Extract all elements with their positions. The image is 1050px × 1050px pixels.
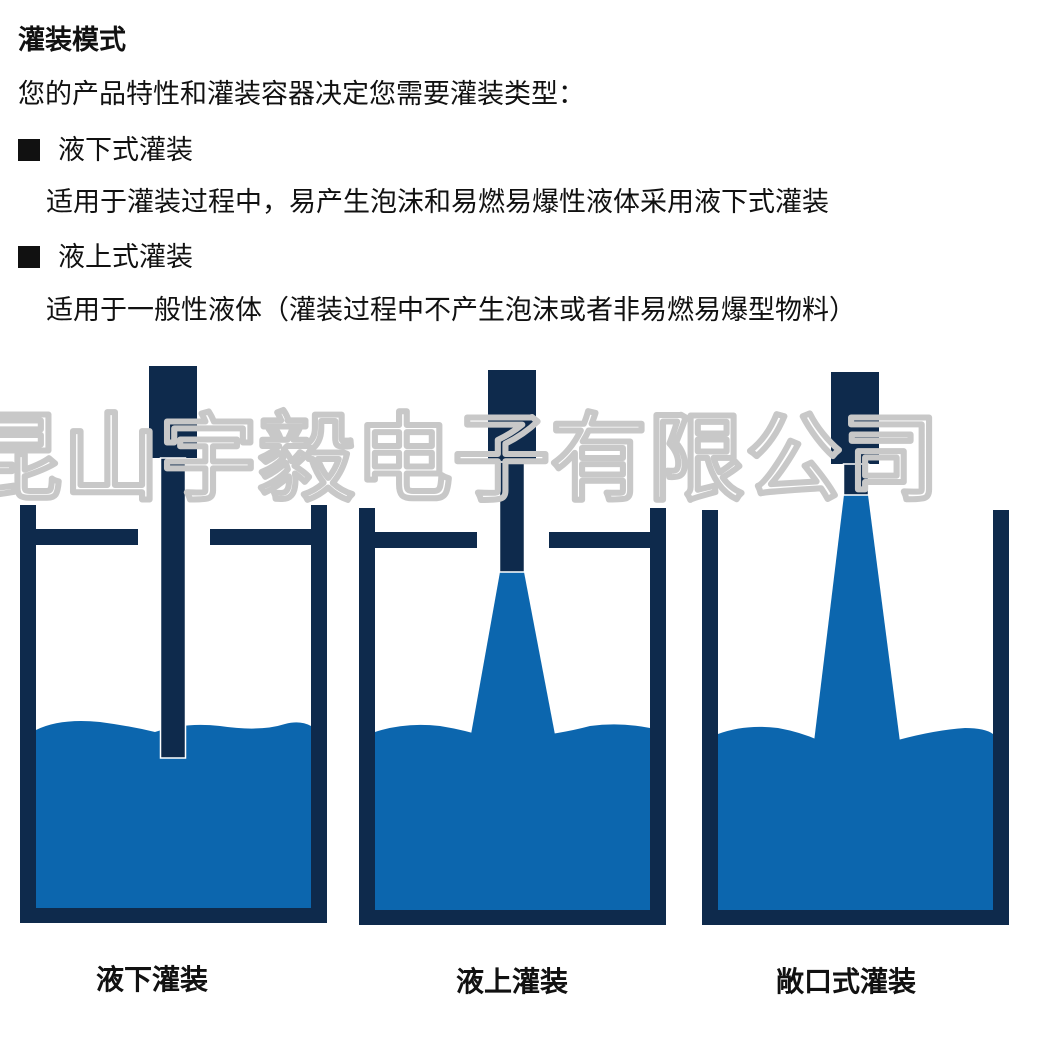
tank-open xyxy=(702,372,1009,925)
tank-lid-right xyxy=(210,529,311,545)
mode-description: 适用于灌装过程中，易产生泡沫和易燃易爆性液体采用液下式灌装 xyxy=(46,187,829,218)
page-title: 灌装模式 xyxy=(18,25,126,56)
filling-nozzle xyxy=(842,463,870,496)
mode-label: 液上式灌装 xyxy=(58,242,193,273)
liquid xyxy=(375,724,650,910)
filling-nozzle xyxy=(159,457,187,759)
liquid-stream xyxy=(814,495,900,742)
filling-nozzle xyxy=(498,461,526,573)
liquid-stream xyxy=(470,572,556,740)
caption-submerged: 液下灌装 xyxy=(96,963,209,996)
mode-description: 适用于一般性液体（灌装过程中不产生泡沫或者非易燃易爆型物料） xyxy=(46,295,856,326)
filling-head xyxy=(831,372,879,464)
mode-label: 液下式灌装 xyxy=(58,135,193,166)
liquid xyxy=(718,726,993,910)
liquid xyxy=(36,721,311,908)
mode-item-top: 液上式灌装 xyxy=(18,235,193,274)
filling-head xyxy=(488,370,536,462)
intro-text: 您的产品特性和灌装容器决定您需要灌装类型： xyxy=(18,79,585,110)
caption-top: 液上灌装 xyxy=(456,965,569,998)
tank-lid-left xyxy=(375,532,477,548)
company-watermark: 昆山宇毅电子有限公司 xyxy=(0,403,940,515)
caption-open: 敞口式灌装 xyxy=(776,965,917,998)
tank-submerged xyxy=(20,366,327,923)
tank-lid-right xyxy=(549,532,650,548)
mode-item-submerged: 液下式灌装 xyxy=(18,128,193,167)
square-bullet-icon xyxy=(18,246,40,268)
tank-lid-left xyxy=(36,529,138,545)
filling-head xyxy=(149,366,197,458)
square-bullet-icon xyxy=(18,139,40,161)
tank-top xyxy=(359,370,666,925)
